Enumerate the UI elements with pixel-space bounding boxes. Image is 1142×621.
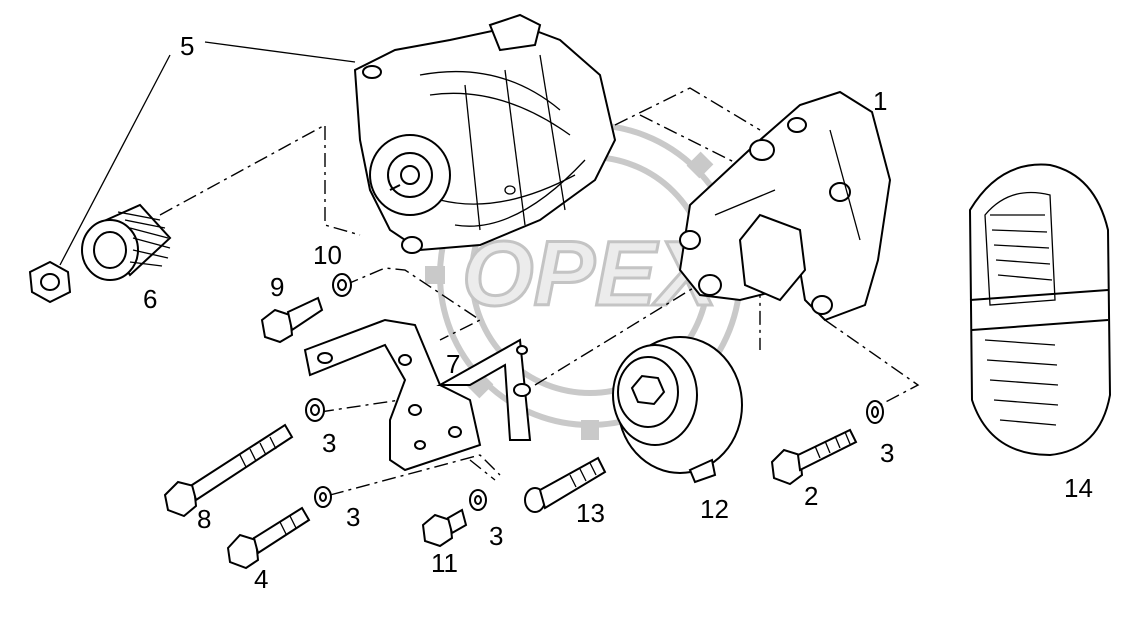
drive-belt bbox=[968, 163, 1112, 457]
nut bbox=[28, 260, 72, 304]
callout-3-a: 3 bbox=[322, 428, 336, 458]
callout-3-b: 3 bbox=[346, 502, 360, 532]
bolt-13 bbox=[524, 456, 607, 513]
alternator bbox=[353, 13, 617, 254]
callout-11: 11 bbox=[431, 548, 458, 578]
callout-5: 5 bbox=[180, 31, 194, 61]
watermark-text: OPEX bbox=[462, 223, 722, 325]
callout-4: 4 bbox=[254, 564, 268, 594]
leader-lines bbox=[59, 41, 356, 266]
callout-3-d: 3 bbox=[880, 438, 894, 468]
callout-2: 2 bbox=[804, 481, 818, 511]
callout-7: 7 bbox=[446, 349, 460, 379]
bolt-2 bbox=[770, 428, 858, 486]
tensioner bbox=[612, 336, 743, 484]
bolt-4 bbox=[226, 506, 311, 570]
callout-9: 9 bbox=[270, 272, 284, 302]
washer-2 bbox=[866, 400, 884, 424]
mounting-bracket bbox=[678, 90, 892, 322]
callout-14: 14 bbox=[1064, 473, 1093, 503]
callout-13: 13 bbox=[576, 498, 605, 528]
callout-12: 12 bbox=[700, 494, 729, 524]
bolt-9 bbox=[260, 296, 324, 344]
callout-8: 8 bbox=[197, 504, 211, 534]
bolt-11 bbox=[421, 508, 468, 548]
pulley bbox=[81, 203, 172, 281]
callout-10: 10 bbox=[313, 240, 342, 270]
callout-3-c: 3 bbox=[489, 521, 503, 551]
washer-11 bbox=[469, 489, 487, 511]
support-bracket bbox=[303, 318, 532, 472]
callout-6: 6 bbox=[143, 284, 157, 314]
watermark-logo: OPEX bbox=[425, 110, 755, 440]
callout-1: 1 bbox=[873, 86, 887, 116]
washer-8 bbox=[305, 398, 325, 422]
washer-4 bbox=[314, 486, 332, 508]
washer-10 bbox=[332, 273, 352, 297]
callout-labels: 1 2 3 3 3 3 4 5 6 7 8 9 10 11 12 13 14 bbox=[143, 31, 1093, 594]
bolt-8 bbox=[163, 423, 294, 518]
